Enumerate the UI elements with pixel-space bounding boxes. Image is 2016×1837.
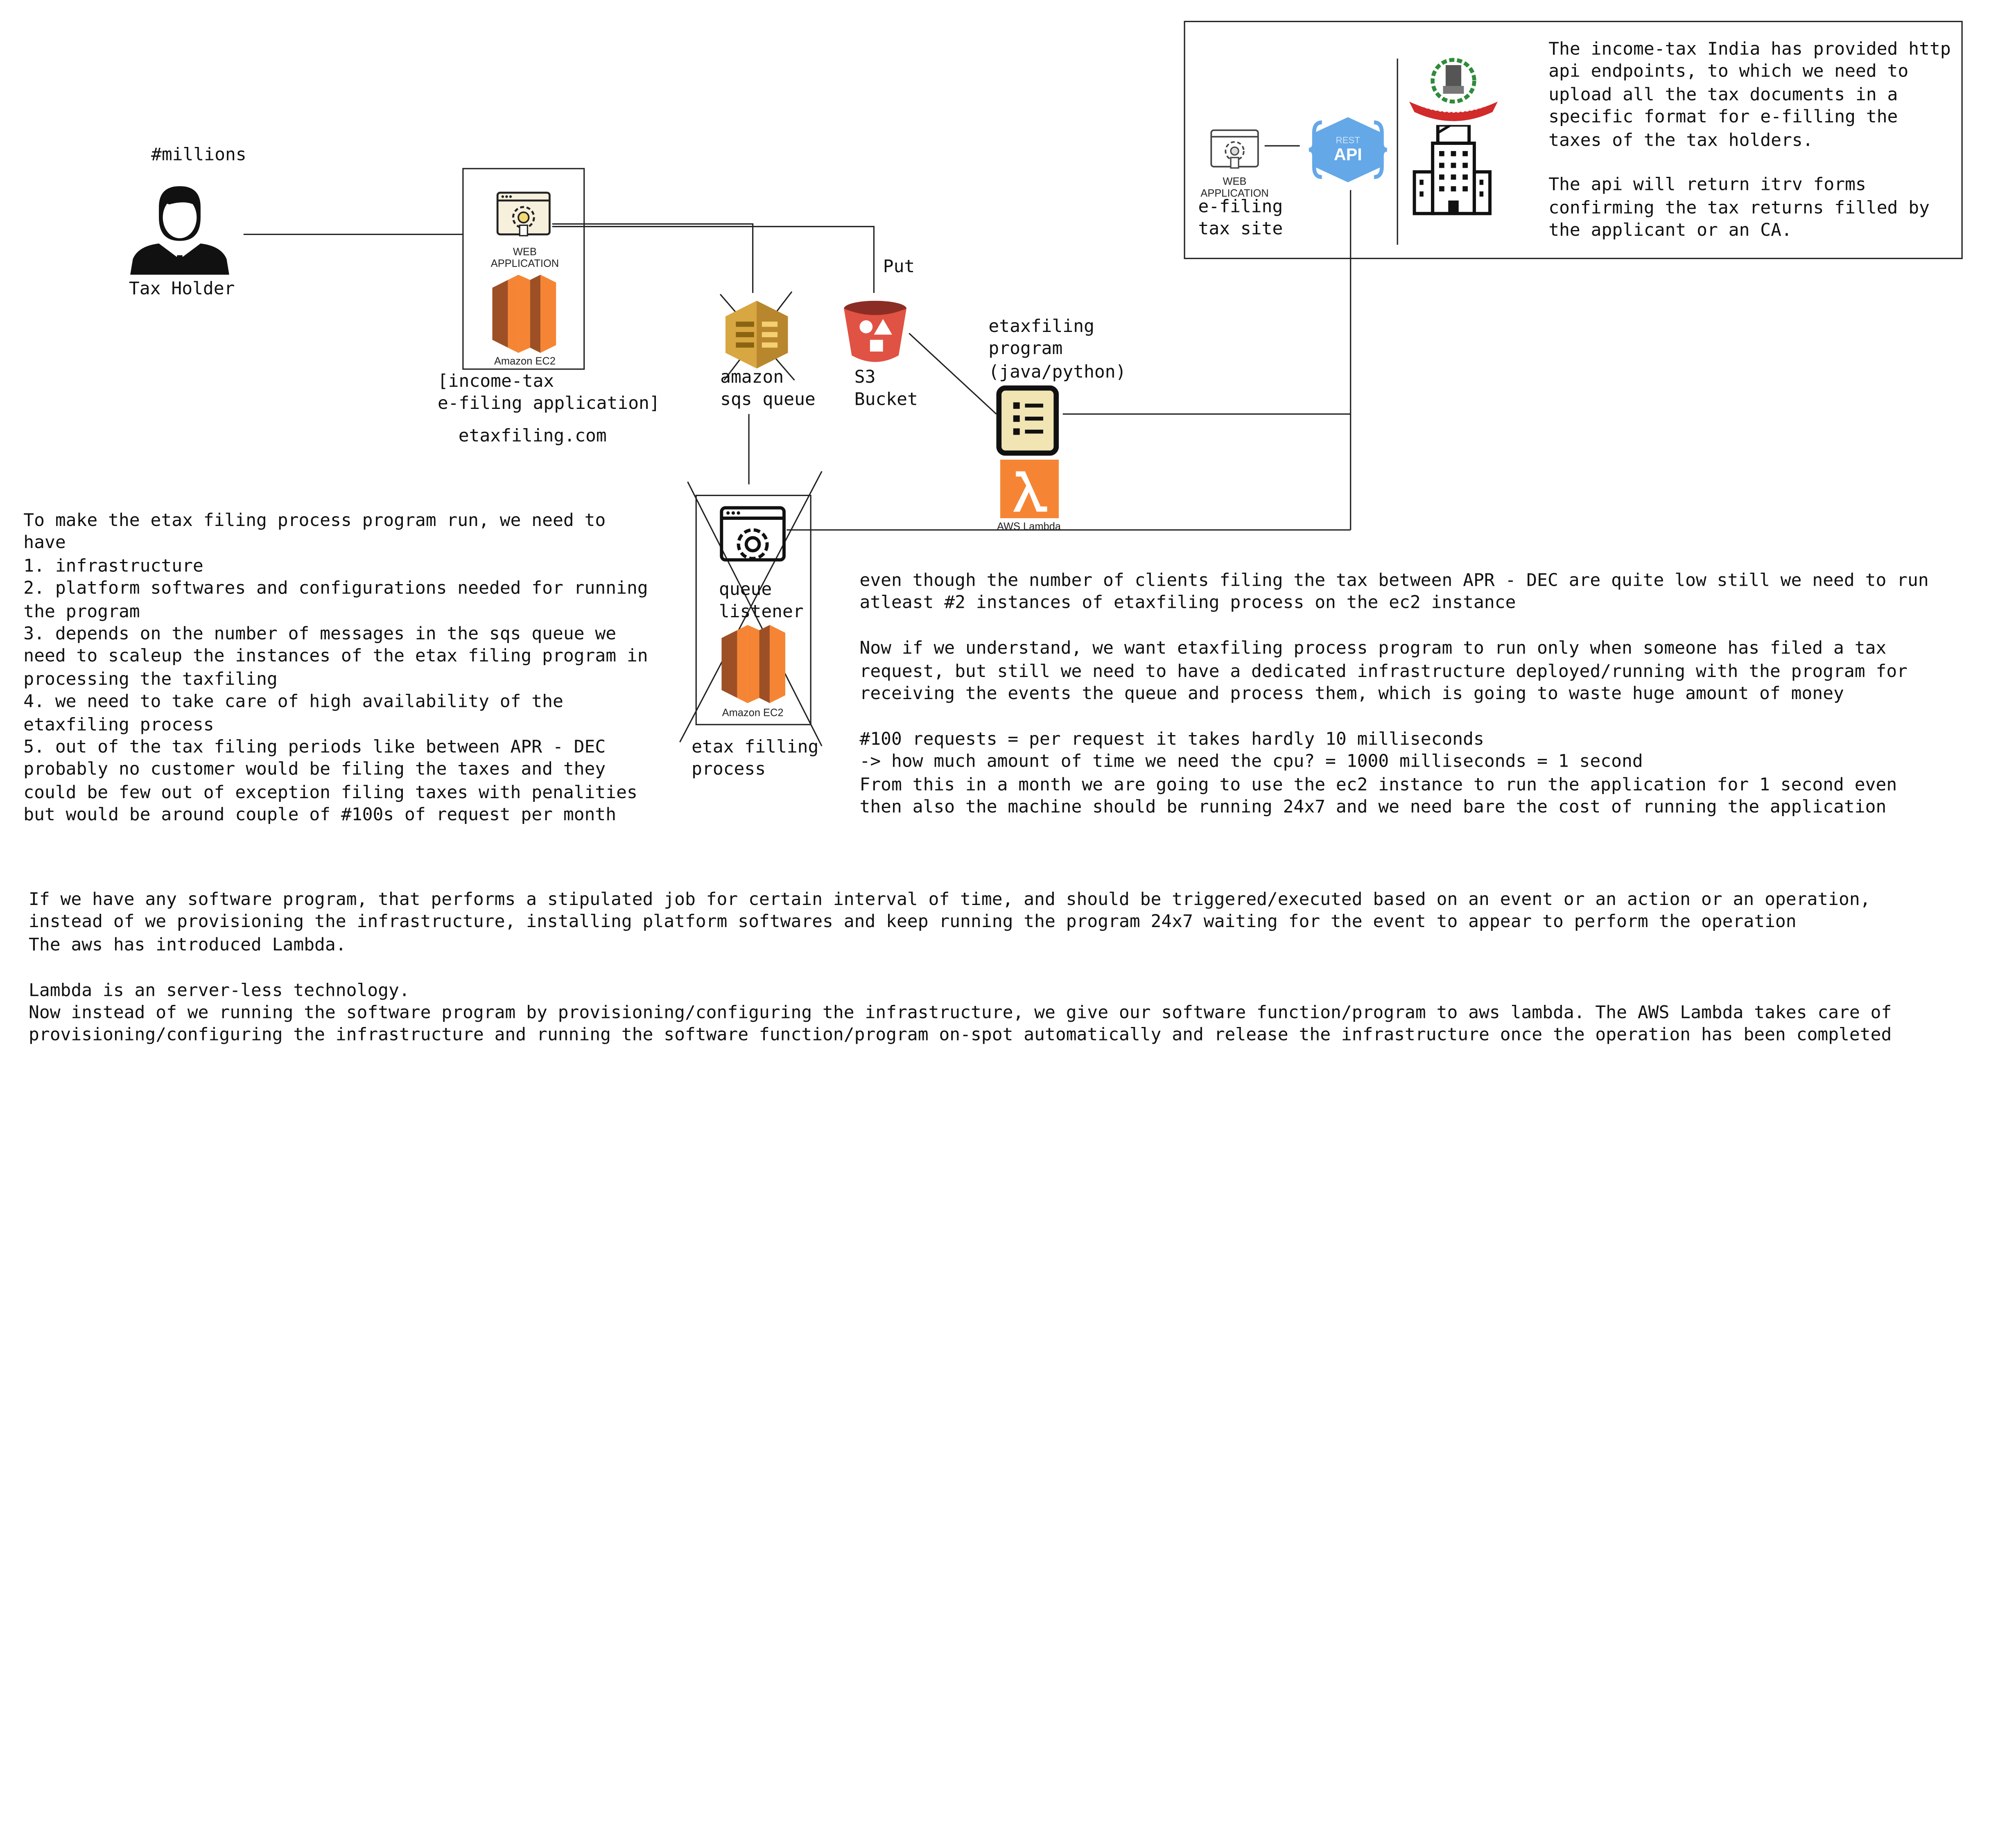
process-ec2-caption: Amazon EC2 — [722, 707, 784, 719]
requirements-note: To make the etax filing process program … — [23, 510, 648, 826]
connector-webapp-to-sqs — [552, 223, 754, 293]
user-icon — [130, 186, 229, 275]
efiling-site-label: e-filing tax site — [1198, 196, 1283, 240]
connector-s3-to-lambda — [909, 333, 997, 415]
income-tax-department-logo — [1409, 58, 1498, 121]
process-cross-line-b — [679, 471, 823, 742]
ec2-icon — [492, 275, 556, 353]
lambda-program-label: etaxfiling program (java/python) — [988, 316, 1126, 383]
office-building-icon — [1413, 125, 1492, 215]
web-application-caption: WEB APPLICATION — [490, 246, 559, 269]
ec2-caption: Amazon EC2 — [494, 355, 556, 368]
lambda-intro-note: If we have any software program, that pe… — [28, 889, 1892, 1046]
lambda-caption: AWS Lambda — [997, 521, 1061, 533]
webapp-ec2-box — [462, 168, 585, 370]
webapp-label: [income-tax e-filing application] — [437, 371, 660, 415]
rest-label: REST — [1336, 135, 1361, 145]
etax-process-label: etax filling process — [692, 737, 819, 781]
sqs-label: amazon sqs queue — [720, 367, 816, 411]
api-label: API — [1334, 145, 1362, 164]
queue-listener-label: queue listener — [719, 579, 804, 623]
sqs-icon — [725, 300, 788, 369]
process-ec2-icon — [721, 625, 786, 703]
cost-note: even though the number of clients filing… — [859, 570, 1929, 818]
process-cross-line-a — [687, 481, 823, 747]
efiling-web-application-icon — [1210, 129, 1259, 169]
efiling-site-box — [1184, 20, 1963, 260]
efiling-web-application-caption: WEB APPLICATION — [1200, 176, 1269, 199]
user-label: Tax Holder — [129, 278, 235, 300]
s3-label: S3 Bucket — [854, 367, 918, 411]
queue-listener-icon — [720, 506, 786, 562]
lambda-icon — [1000, 459, 1059, 519]
etax-process-box — [695, 494, 811, 725]
connector-webapp-to-s3 — [552, 226, 875, 293]
rest-api-icon: REST API — [1309, 117, 1388, 183]
s3-bucket-icon — [844, 300, 906, 362]
user-count-label: #millions — [151, 144, 246, 165]
web-application-icon — [496, 192, 551, 237]
efiling-api-note: The income-tax India has provided http a… — [1548, 39, 1951, 241]
s3-put-label: Put — [883, 256, 915, 278]
webapp-domain: etaxfiling.com — [458, 426, 607, 447]
document-icon — [996, 385, 1059, 456]
